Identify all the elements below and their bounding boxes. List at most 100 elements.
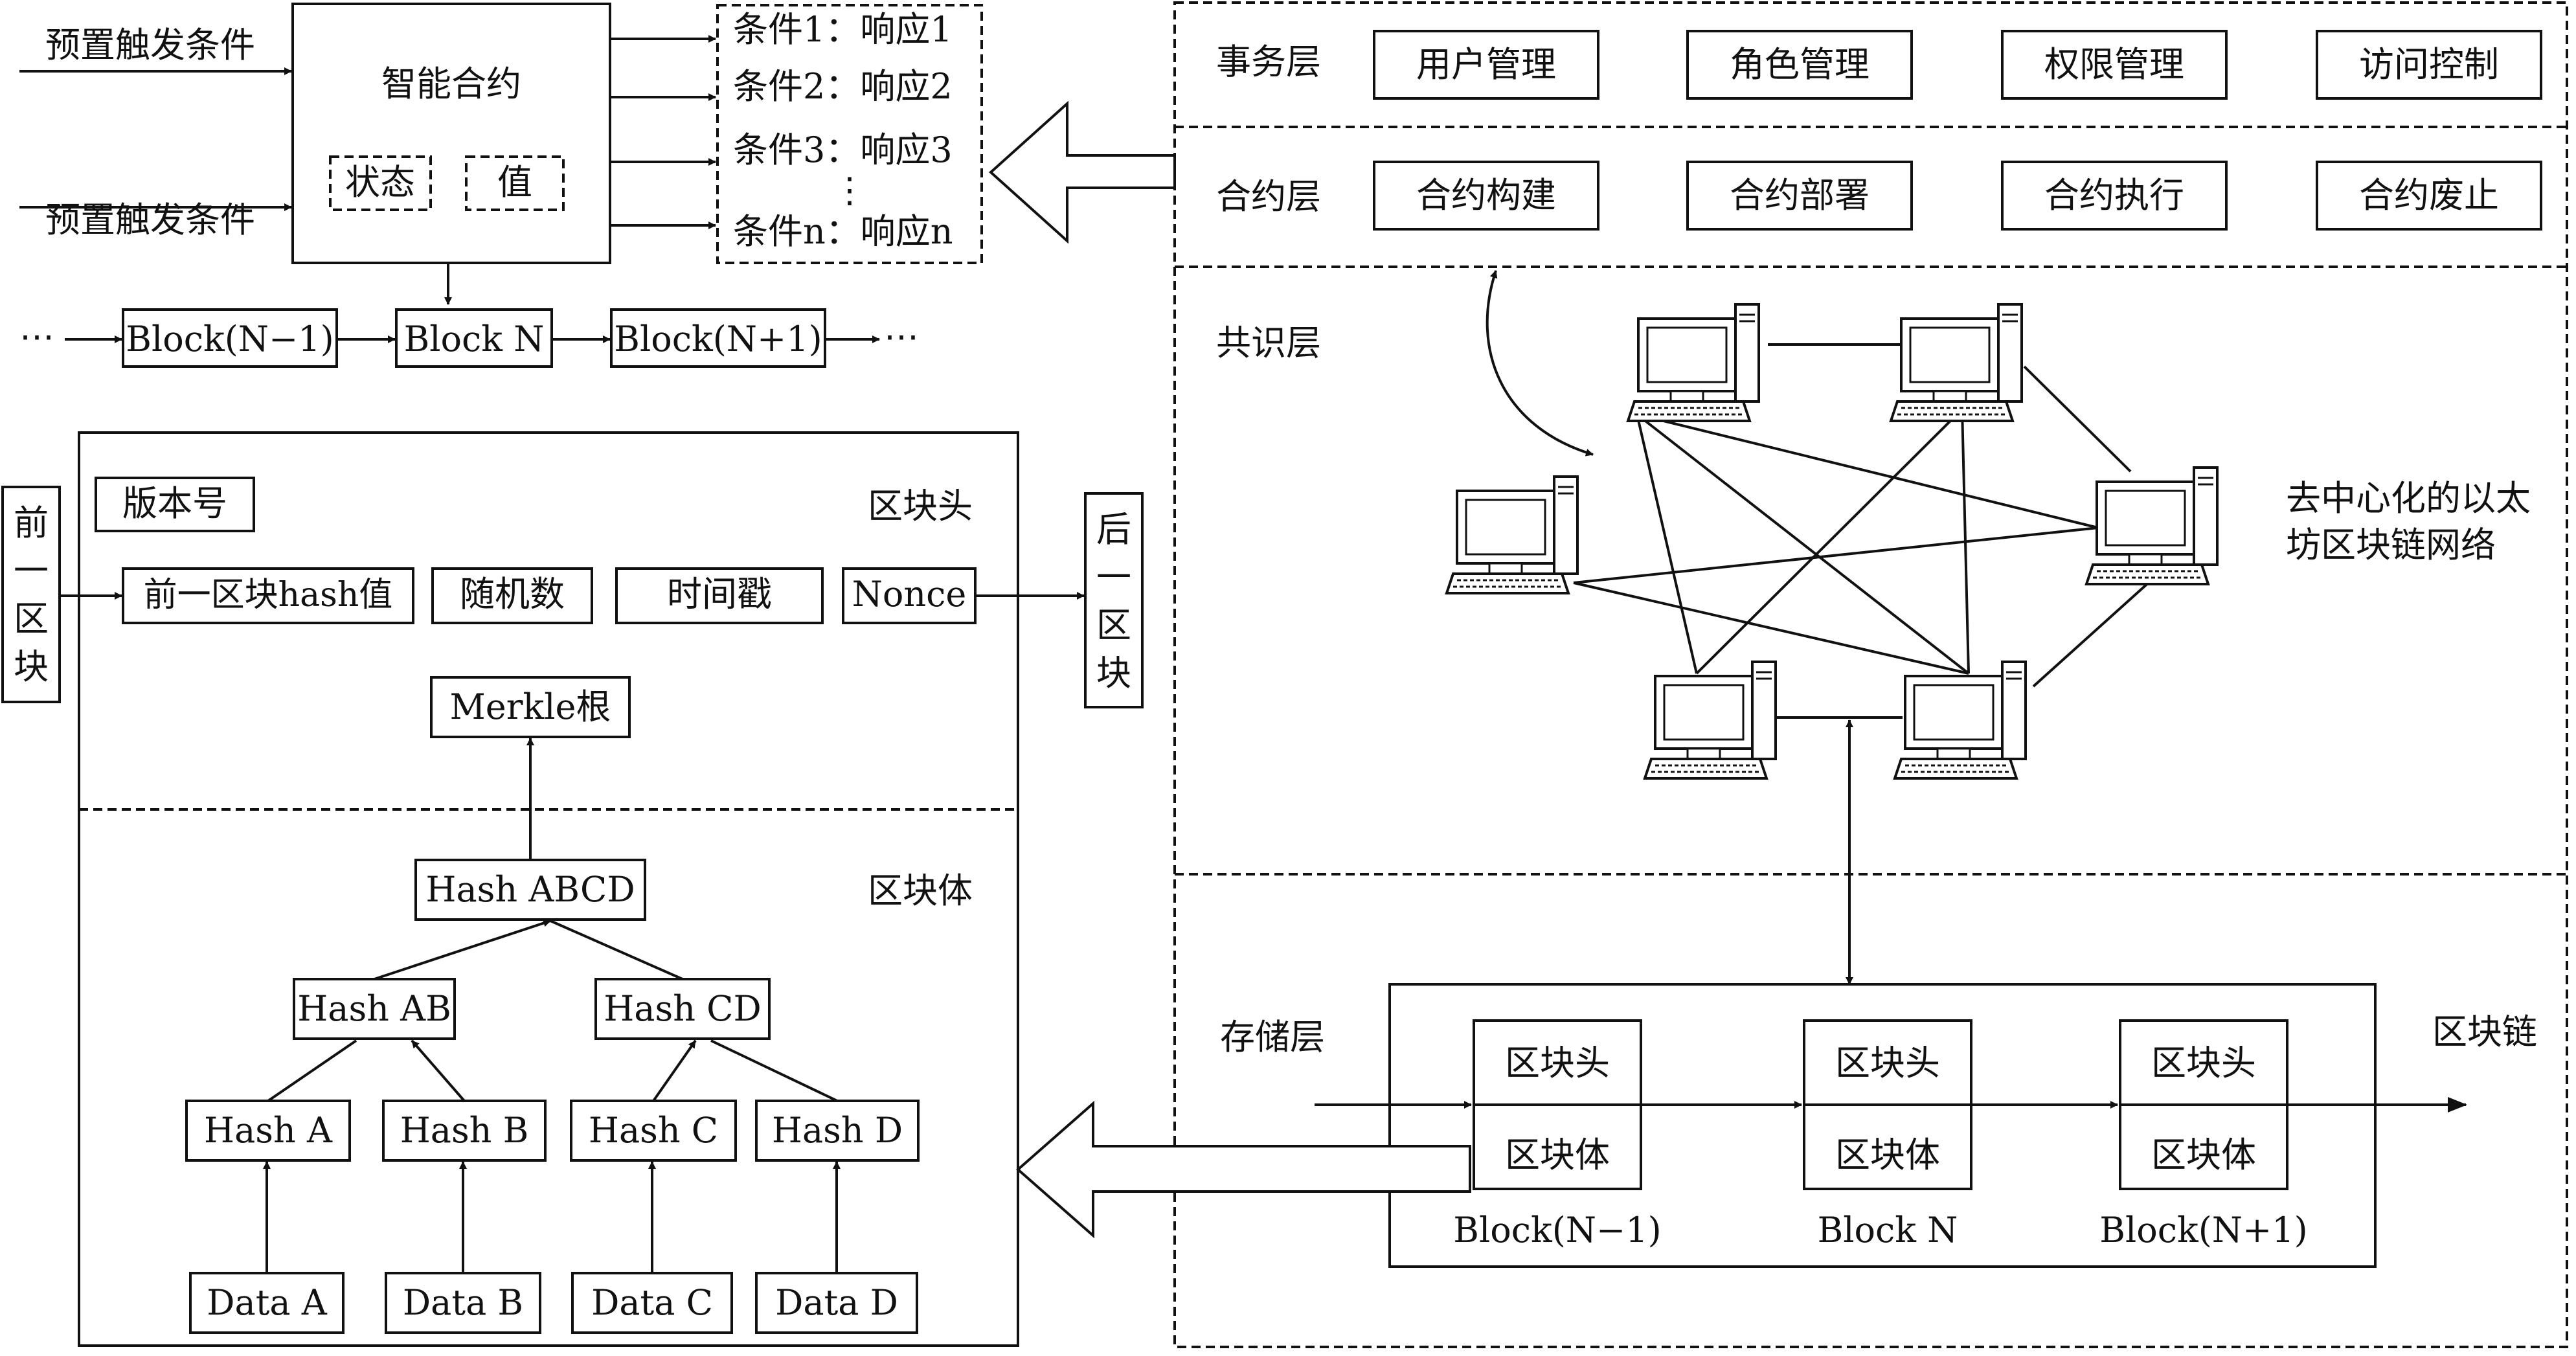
contract-abolish-box [2316,161,2542,231]
storage-block-next-label: Block(N+1) [2099,1210,2307,1250]
storage-block-next-body: 区块体 [2151,1135,2256,1175]
block-header-label: 区块头 [868,486,973,526]
storage-block-prev-header: 区块头 [1505,1043,1610,1083]
blockchain-label: 区块链 [2432,1011,2537,1052]
hash-c-box [570,1100,737,1162]
storage-block-current-header: 区块头 [1835,1043,1940,1083]
condition-n: 条件n：响应n [733,211,953,252]
random-number-label: 随机数 [460,574,565,615]
business-layer-label: 事务层 [1216,41,1321,82]
state-box [329,155,432,211]
network-node-computer-2 [1890,303,2023,422]
hash-abcd-box [414,859,646,921]
hash-cd-box [594,978,771,1040]
prev-block-char-4: 块 [14,646,49,687]
contract-build-box [1373,161,1599,231]
contract-abolish-label: 合约废止 [2359,175,2499,216]
contract-execute-label: 合约执行 [2044,175,2184,216]
contract-layer-hollow-arrow [989,100,1176,244]
chain-left-dots: ⋯ [19,316,54,357]
network-node-computer-3 [1445,475,1579,594]
contract-network-link-arrow [1486,270,1594,457]
prev-hash-label: 前一区块hash值 [144,576,393,615]
prev-block-char-3: 区 [14,598,49,639]
nonce-label: Nonce [852,574,967,615]
d-to-cd-line [710,1039,838,1102]
contract-execute-box [2001,161,2228,231]
role-management-box [1686,30,1913,100]
block-body-label: 区块体 [868,870,973,911]
condition-ellipsis: ⋮ [832,170,867,210]
value-label: 值 [497,162,532,203]
smart-contract-box [291,3,611,264]
next-block-char-3: 区 [1096,605,1131,646]
chain-block-next-label: Block(N+1) [614,319,822,359]
storage-block-current-body: 区块体 [1835,1135,1940,1175]
storage-block-prev-label: Block(N−1) [1453,1210,1661,1250]
data-c-label: Data C [591,1282,713,1323]
hash-b-box [382,1100,547,1162]
network-node-computer-5 [1644,661,1777,780]
chain-block-prev-label: Block(N−1) [126,319,333,359]
next-block-box [1084,492,1144,708]
network-node-computer-1 [1627,303,1760,422]
smart-contract-title: 智能合约 [381,63,521,104]
permission-management-box [2001,30,2228,100]
next-block-char-4: 块 [1096,653,1131,694]
data-b-box [385,1272,541,1334]
contract-deploy-label: 合约部署 [1730,175,1870,216]
user-management-box [1373,30,1599,100]
chain-block-current-label: Block N [404,319,545,359]
architecture-section: 事务层 用户管理 角色管理 权限管理 访问控制 合约层 合约构建 合约部署 合约… [989,1,2568,1348]
next-block-char-1: 后 [1096,509,1131,550]
network-mesh [1573,343,2164,719]
hash-a-label: Hash A [204,1110,333,1151]
hash-a-box [185,1100,351,1162]
prev-hash-box [122,567,414,624]
chain-block-current [395,308,553,368]
timestamp-label: 时间戳 [667,574,772,615]
state-label: 状态 [345,162,415,203]
c-to-cd-arrow [652,1039,697,1102]
consensus-layer-label: 共识层 [1216,322,1321,363]
hash-ab-box [293,978,456,1040]
access-control-box [2316,30,2542,100]
random-number-box [431,567,593,624]
storage-layer-label: 存储层 [1220,1017,1325,1057]
prev-block-char-2: 一 [14,550,49,591]
contract-build-label: 合约构建 [1416,175,1556,216]
data-c-box [571,1272,733,1334]
value-box [465,155,565,211]
contract-layer-label: 合约层 [1216,176,1321,217]
access-control-label: 访问控制 [2359,44,2499,85]
hash-b-label: Hash B [400,1110,529,1151]
condition-2: 条件2：响应2 [733,66,953,107]
top-block-chain: ⋯ Block(N−1) Block N Block(N+1) ⋯ [19,308,919,368]
version-label: 版本号 [122,483,227,524]
network-label-line-2: 坊区块链网络 [2286,525,2496,565]
smart-contract-section: 预置触发条件 预置触发条件 智能合约 状态 值 条件1：响应1 条件2：响应2 … [19,3,983,305]
merkle-root-label: Merkle根 [449,686,611,727]
contract-deploy-box [1686,161,1913,231]
trigger-label-top: 预置触发条件 [45,25,255,65]
data-d-box [755,1272,918,1334]
data-b-label: Data B [403,1282,523,1323]
block-structure-section: 前 一 区 块 后 一 区 块 版本号 区块头 前一区块hash值 随机数 时间… [1,431,1144,1347]
b-to-ab-arrow [411,1039,466,1102]
network-node-computer-6 [1893,661,2027,780]
timestamp-box [615,567,824,624]
storage-block-current-label: Block N [1818,1210,1958,1250]
data-d-label: Data D [775,1282,898,1323]
storage-block-next-header: 区块头 [2151,1043,2256,1083]
cd-to-abcd-line [550,920,683,980]
data-a-label: Data A [207,1282,328,1323]
storage-hollow-arrow [1015,1100,1471,1239]
trigger-label-bottom: 预置触发条件 [45,199,255,240]
network-node-computer-4 [2085,466,2219,585]
hash-cd-label: Hash CD [604,988,762,1029]
role-management-label: 角色管理 [1730,44,1870,85]
permission-management-label: 权限管理 [2044,44,2184,85]
prev-block-char-1: 前 [14,503,49,543]
